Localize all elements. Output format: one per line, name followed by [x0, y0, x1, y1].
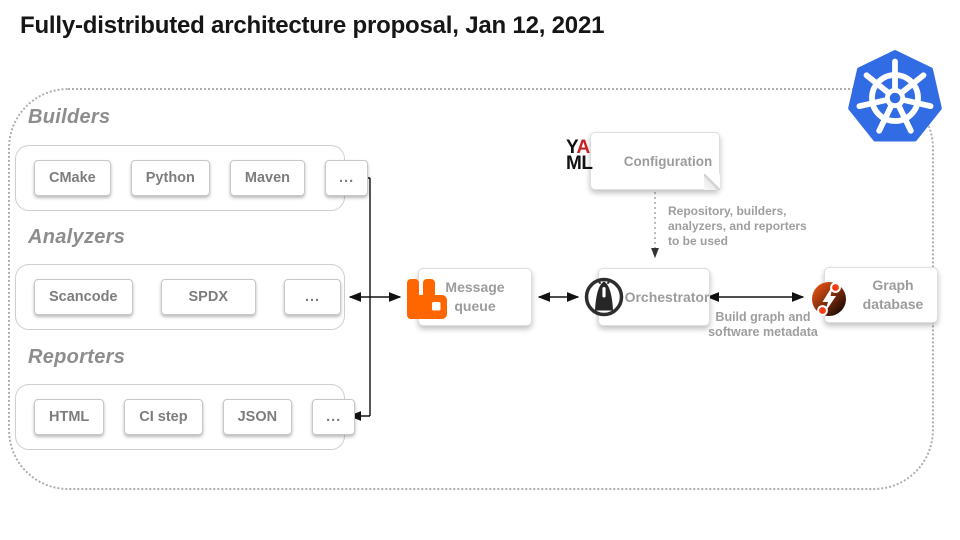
builder-chip: CMake: [34, 160, 111, 196]
page-fold-corner: [704, 174, 720, 190]
configuration-label: Configuration: [623, 153, 713, 169]
builder-chip: Python: [130, 160, 210, 196]
analyzer-chip: SPDX: [160, 279, 256, 315]
yaml-letter-red: A: [576, 137, 590, 158]
graph-database-icon: [812, 282, 846, 316]
group-analyzers-label: Analyzers: [28, 226, 126, 248]
group-analyzers-box: Scancode SPDX ...: [15, 264, 345, 330]
orchestrator-label: Orchestrator: [624, 289, 710, 305]
kubernetes-logo-icon: [848, 50, 942, 142]
node-configuration: Configuration: [590, 132, 720, 190]
analyzer-chip: Scancode: [34, 279, 133, 315]
analyzer-chip-more: ...: [284, 279, 342, 315]
yaml-letters-bottom: ML: [566, 153, 593, 174]
reporter-chip: HTML: [34, 399, 105, 435]
yaml-logo-icon: YA ML: [566, 137, 593, 174]
group-builders-label: Builders: [28, 106, 111, 128]
graph-database-label: Graph database: [862, 277, 924, 312]
message-queue-label: Message queue: [445, 279, 505, 314]
slide-title: Fully-distributed architecture proposal,…: [20, 12, 605, 39]
reporter-chip: JSON: [222, 399, 293, 435]
reporter-chip: CI step: [124, 399, 203, 435]
group-reporters-box: HTML CI step JSON ...: [15, 384, 356, 450]
orchestrator-ort-icon: [584, 277, 624, 317]
group-builders-box: CMake Python Maven ...: [15, 145, 369, 211]
yaml-letter-black: Y: [566, 137, 577, 158]
annotation-build-graph: Build graph and software metadata: [708, 310, 818, 339]
annotation-config-to-orchestrator: Repository, builders, analyzers, and rep…: [668, 204, 807, 248]
builder-chip-more: ...: [325, 160, 369, 196]
builder-chip: Maven: [229, 160, 306, 196]
rabbitmq-icon: [407, 279, 447, 319]
reporter-chip-more: ...: [312, 399, 356, 435]
group-reporters-label: Reporters: [28, 346, 126, 368]
